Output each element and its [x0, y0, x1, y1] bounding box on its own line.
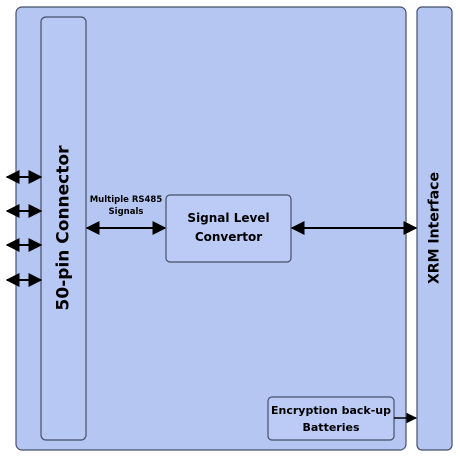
xrm-interface-label: XRM Interface [427, 172, 443, 284]
signal-label-line2: Signals [109, 207, 144, 217]
convertor-label-line1: Signal Level [187, 211, 269, 225]
convertor-label-line2: Convertor [195, 230, 262, 244]
signal-label-line1: Multiple RS485 [90, 195, 163, 205]
connector-label: 50-pin Connector [54, 145, 74, 311]
battery-label-line2: Batteries [303, 421, 360, 434]
signal-level-convertor-block [165, 194, 292, 263]
battery-label-line1: Encryption back-up [271, 404, 391, 417]
